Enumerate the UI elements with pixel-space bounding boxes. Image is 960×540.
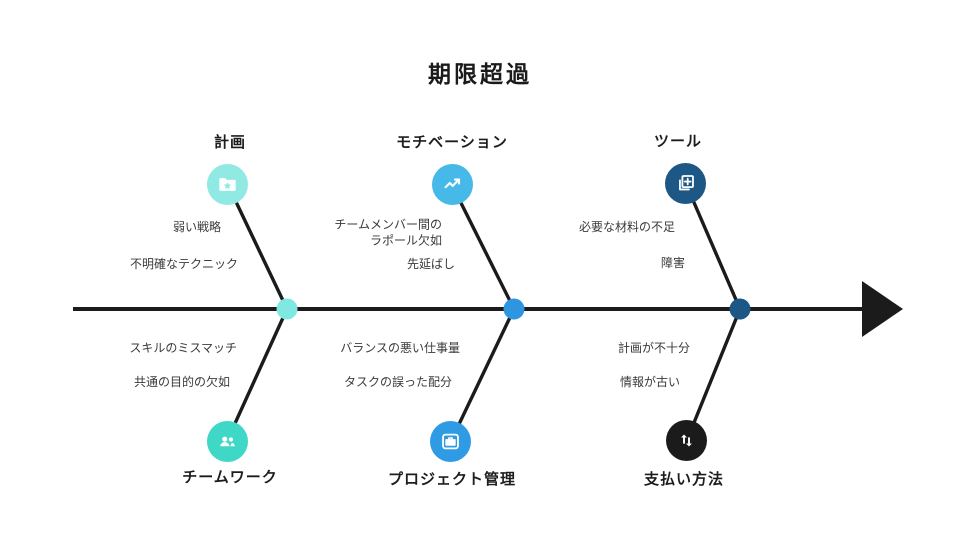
branch-line-top-middle [450,184,516,310]
category-label-motivation: モチベーション [396,133,508,151]
cause-item: 共通の目的の欠如 [133,375,230,390]
trending-up-icon [432,164,473,205]
category-label-project-management: プロジェクト管理 [387,470,517,488]
cause-item: 情報が古い [619,375,680,390]
cause-item: チームメンバー間の ラポール欠如 [334,217,442,247]
arrowhead [862,281,903,337]
branch-line-bottom-right [685,308,742,441]
junction-dot-right [729,298,751,320]
category-label-payment-method: 支払い方法 [643,470,725,488]
category-label-teamwork: チームワーク [182,468,278,486]
cause-item: 先延ばし [406,257,455,272]
briefcase-icon [430,421,471,462]
branch-line-bottom-middle [449,308,516,442]
people-icon [207,421,248,462]
page-title: 期限超過 [428,62,532,88]
swap-arrows-icon [666,420,707,461]
cause-item: 計画が不十分 [617,341,690,356]
cause-item: 不明確なテクニック [129,257,238,272]
cause-item: バランスの悪い仕事量 [340,341,460,356]
junction-dot-left [276,298,298,320]
category-label-tools: ツール [653,132,703,150]
cause-item: 障害 [660,256,685,271]
add-document-icon [665,163,706,204]
category-label-planning: 計画 [213,133,247,151]
folder-star-icon [207,164,248,205]
branch-line-top-left [226,184,289,310]
branch-line-bottom-left [225,308,289,442]
cause-item: スキルのミスマッチ [129,341,237,356]
cause-item: 弱い戦略 [172,220,221,235]
cause-item: 必要な材料の不足 [578,220,675,235]
branch-line-top-right [684,183,742,310]
junction-dot-middle [503,298,525,320]
cause-item: タスクの誤った配分 [343,375,452,390]
